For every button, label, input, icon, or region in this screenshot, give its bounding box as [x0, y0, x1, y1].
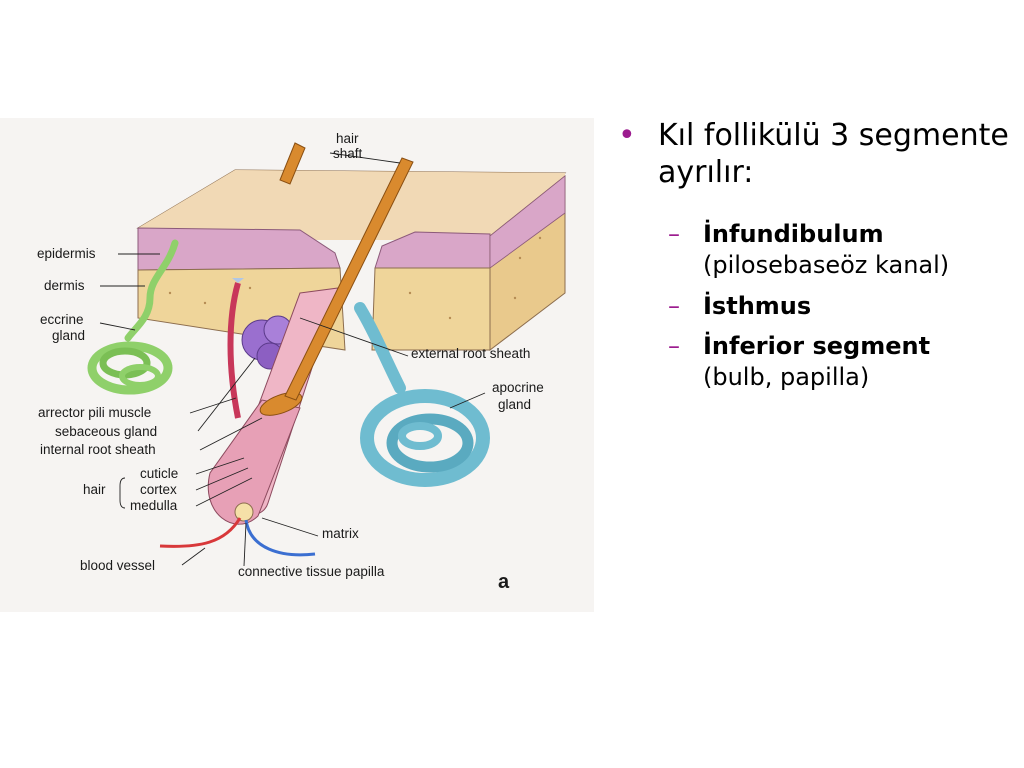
leader-lines — [99, 152, 486, 567]
label-cuticle: cuticle — [140, 466, 178, 481]
sub-bullet-term: İnferior segment — [703, 331, 931, 360]
label-sebaceous: sebaceous gland — [55, 424, 157, 439]
sub-bullet-dash: – — [668, 220, 680, 249]
label-medulla: medulla — [130, 498, 178, 513]
sub-bullet-item: – İnferior segment (bulb, papilla) — [668, 331, 1018, 393]
main-bullet-text: Kıl follikülü 3 segmente ayrılır: — [658, 118, 1009, 190]
eccrine-duct — [124, 239, 179, 342]
arrector-pili-origin — [232, 278, 244, 283]
sebaceous-gland — [241, 315, 293, 370]
dermis-right — [371, 267, 491, 351]
sub-bullet-dash: – — [668, 291, 680, 320]
label-dermis: dermis — [44, 278, 85, 293]
secondary-hair-shaft — [279, 142, 306, 185]
label-panel-letter: a — [498, 571, 510, 593]
epidermis-band-left — [137, 227, 341, 271]
label-blood-vessel: blood vessel — [80, 558, 155, 573]
label-hair: hair — [83, 482, 106, 497]
sub-bullet-note: (pilosebaseöz kanal) — [703, 251, 950, 280]
sub-bullet-list: – İnfundibulum (pilosebaseöz kanal) – İs… — [618, 219, 1018, 393]
sub-bullet-dash: – — [668, 331, 680, 360]
label-apocrine-1: apocrine — [492, 380, 544, 395]
blood-vessel-blue — [244, 519, 316, 557]
main-hair-shaft — [284, 157, 414, 401]
blood-vessel-red — [159, 517, 242, 548]
label-external-root-sheath: external root sheath — [411, 346, 530, 361]
sub-bullet-note: (bulb, papilla) — [703, 362, 870, 391]
label-eccrine-2: gland — [52, 328, 85, 343]
hair-bulb — [207, 399, 301, 525]
label-cortex: cortex — [140, 482, 177, 497]
label-matrix: matrix — [322, 526, 359, 541]
label-apocrine-2: gland — [498, 397, 531, 412]
hair-follicle-diagram: hair shaft epidermis dermis eccrine glan… — [0, 118, 594, 612]
label-arrector-pili: arrector pili muscle — [38, 405, 151, 420]
apocrine-gland-coil — [360, 389, 490, 487]
eccrine-gland-coil — [87, 341, 173, 395]
bullet-dot: • — [618, 118, 636, 153]
label-eccrine-1: eccrine — [40, 312, 84, 327]
sub-bullet-term: İsthmus — [703, 291, 812, 320]
bullet-text-panel: • Kıl follikülü 3 segmente ayrılır: – İn… — [618, 118, 1018, 402]
epidermis-side-face — [489, 175, 566, 269]
dermal-papilla — [234, 502, 254, 522]
sub-bullet-item: – İsthmus — [668, 291, 1018, 322]
skin-surface-fill — [138, 170, 565, 240]
sub-bullet-item: – İnfundibulum (pilosebaseöz kanal) — [668, 219, 1018, 281]
label-epidermis: epidermis — [37, 246, 96, 261]
label-papilla: connective tissue papilla — [238, 564, 385, 579]
label-hair-shaft-2: shaft — [333, 146, 363, 161]
sub-bullet-term: İnfundibulum — [703, 220, 884, 249]
label-hair-shaft-1: hair — [336, 131, 359, 146]
main-bullet: • Kıl follikülü 3 segmente ayrılır: — [618, 118, 1018, 191]
diagram-canvas: hair shaft epidermis dermis eccrine glan… — [0, 118, 594, 612]
label-internal-root-sheath: internal root sheath — [40, 442, 156, 457]
arrector-pili-muscle — [227, 282, 241, 419]
